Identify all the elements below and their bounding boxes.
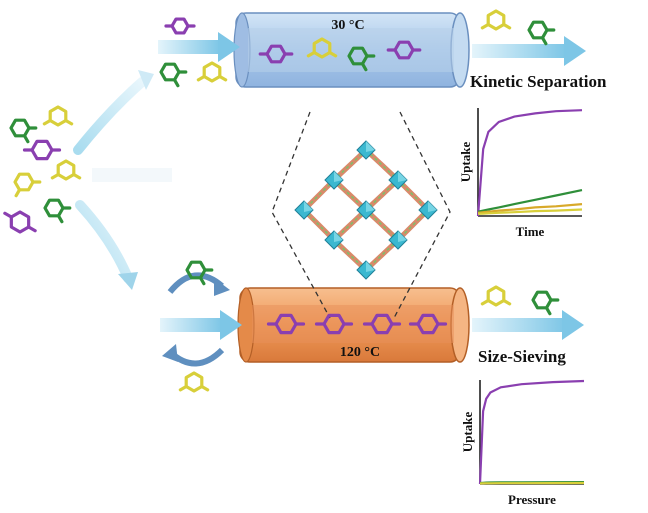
- mof-linker-detail: [333, 179, 367, 211]
- mof-linker-detail: [397, 179, 429, 211]
- flow-arrow-bottom-in: [160, 310, 242, 340]
- mof-node-facet: [398, 171, 407, 182]
- mof-node-facet: [398, 231, 407, 242]
- y-axis-label: Uptake: [460, 412, 475, 453]
- cold-temperature-label: 30 °C: [331, 18, 364, 33]
- para-xylene-molecule: [362, 313, 402, 335]
- flow-arrow-top-in: [158, 32, 240, 62]
- flow-arrow-bottom-out: [472, 310, 584, 340]
- para-xylene-molecule: [258, 44, 294, 64]
- mof-linker-detail: [303, 209, 335, 241]
- mof-node-facet: [334, 171, 343, 182]
- mof-node-facet: [366, 141, 375, 152]
- mof-node-facet: [304, 201, 313, 212]
- meta-xylene-molecule: [50, 159, 82, 181]
- recycle-arrowhead-lower: [162, 344, 178, 362]
- feed-band: [92, 168, 172, 182]
- ortho-xylene-molecule: [185, 260, 214, 286]
- series-line-2: [479, 481, 585, 485]
- feed-split-arrow-upper: [73, 77, 147, 155]
- y-axis-label: Uptake: [458, 142, 473, 183]
- meta-xylene-molecule: [480, 285, 512, 307]
- ortho-xylene-molecule: [531, 290, 560, 316]
- mof-linker-detail: [333, 209, 367, 241]
- feed-split-arrow-lower: [75, 200, 133, 283]
- ortho-xylene-molecule: [9, 118, 38, 144]
- recycle-arrowhead-upper: [214, 278, 230, 296]
- feed-split-arrowhead-lower: [118, 272, 138, 290]
- series-line-2: [477, 203, 583, 214]
- mof-node-facet: [334, 231, 343, 242]
- mof-linker-detail: [365, 149, 399, 181]
- kinetic-separation-label: Kinetic Separation: [470, 72, 607, 91]
- meta-xylene-molecule: [42, 105, 74, 127]
- para-xylene-molecule: [3, 210, 37, 234]
- flow-arrow-top-out: [472, 36, 586, 66]
- meta-xylene-molecule: [196, 61, 228, 83]
- para-xylene-molecule: [164, 17, 196, 35]
- para-xylene-molecule: [408, 313, 448, 335]
- mof-node-facet: [366, 261, 375, 272]
- mof-node-facet: [428, 201, 437, 212]
- meta-xylene-molecule: [13, 172, 42, 198]
- para-xylene-molecule: [22, 139, 62, 161]
- meta-xylene-molecule: [178, 371, 210, 393]
- mof-framework: [294, 140, 438, 280]
- series-line-0: [478, 379, 585, 485]
- series-line-1: [477, 189, 583, 213]
- x-axis-label: Time: [516, 224, 545, 239]
- para-xylene-molecule: [386, 40, 422, 60]
- ortho-xylene-molecule: [347, 46, 376, 72]
- meta-xylene-molecule: [306, 37, 338, 59]
- series-line-3: [477, 208, 583, 215]
- mof-node-facet: [366, 201, 375, 212]
- mof-linker-detail: [303, 179, 335, 211]
- mof-linker-detail: [365, 209, 399, 241]
- hot-temperature-label: 120 °C: [340, 345, 380, 360]
- ortho-xylene-molecule: [159, 62, 188, 88]
- meta-xylene-molecule: [480, 9, 512, 31]
- size-sieving-label: Size-Sieving: [478, 347, 566, 366]
- mof-linker-detail: [333, 239, 367, 271]
- xylene-molecules: [3, 9, 560, 393]
- series-line-0: [476, 109, 583, 217]
- x-axis-label: Pressure: [508, 492, 556, 507]
- para-xylene-molecule: [314, 313, 354, 335]
- ortho-xylene-molecule: [527, 20, 556, 46]
- mof-linker-detail: [333, 149, 367, 181]
- para-xylene-molecule: [266, 313, 306, 335]
- feed-split-arrowhead-upper: [138, 70, 154, 90]
- ortho-xylene-molecule: [43, 198, 72, 224]
- zoom-dash-bottom: [393, 111, 451, 319]
- mof-linker-detail: [365, 179, 399, 211]
- mof-linker-detail: [397, 209, 429, 241]
- mof-linker-detail: [365, 239, 399, 271]
